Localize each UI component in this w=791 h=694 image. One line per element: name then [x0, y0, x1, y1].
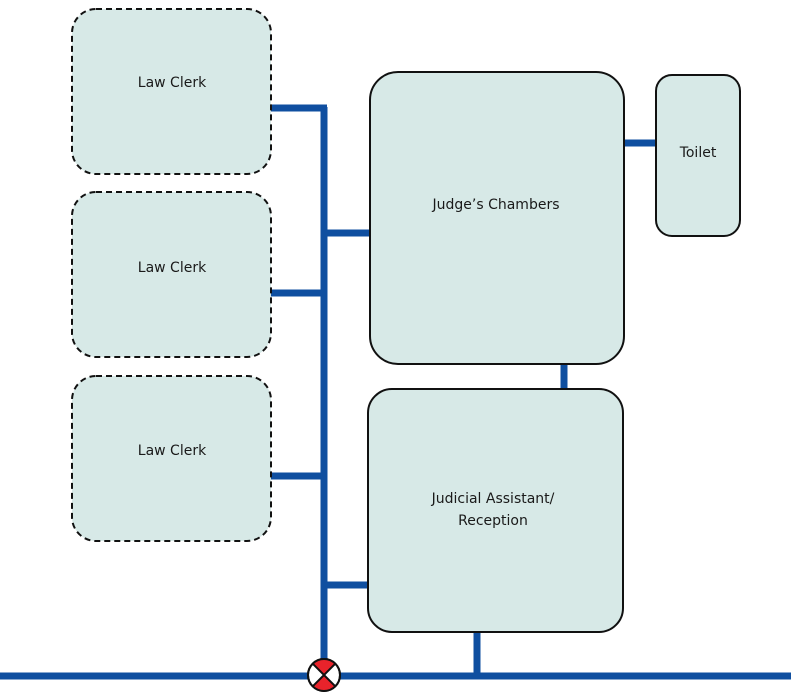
toilet-room: Toilet — [655, 74, 741, 237]
judges-chambers-label: Judge’s Chambers — [432, 197, 560, 213]
judges-chambers-room: Judge’s Chambers — [369, 71, 625, 365]
law-clerk-room-3: Law Clerk — [71, 375, 272, 542]
toilet-label: Toilet — [679, 145, 717, 161]
judicial-assistant-label-line1: Judicial Assistant/ — [431, 491, 555, 507]
law-clerk-3-label: Law Clerk — [138, 443, 207, 459]
corridor-network — [0, 104, 791, 680]
judicial-assistant-room: Judicial Assistant/ Reception — [367, 388, 624, 633]
judicial-assistant-label-line2: Reception — [458, 513, 528, 529]
law-clerk-2-label: Law Clerk — [138, 260, 207, 276]
law-clerk-room-2: Law Clerk — [71, 191, 272, 358]
entrance-marker-icon — [307, 658, 341, 692]
law-clerk-1-label: Law Clerk — [138, 75, 207, 91]
law-clerk-room-1: Law Clerk — [71, 8, 272, 175]
